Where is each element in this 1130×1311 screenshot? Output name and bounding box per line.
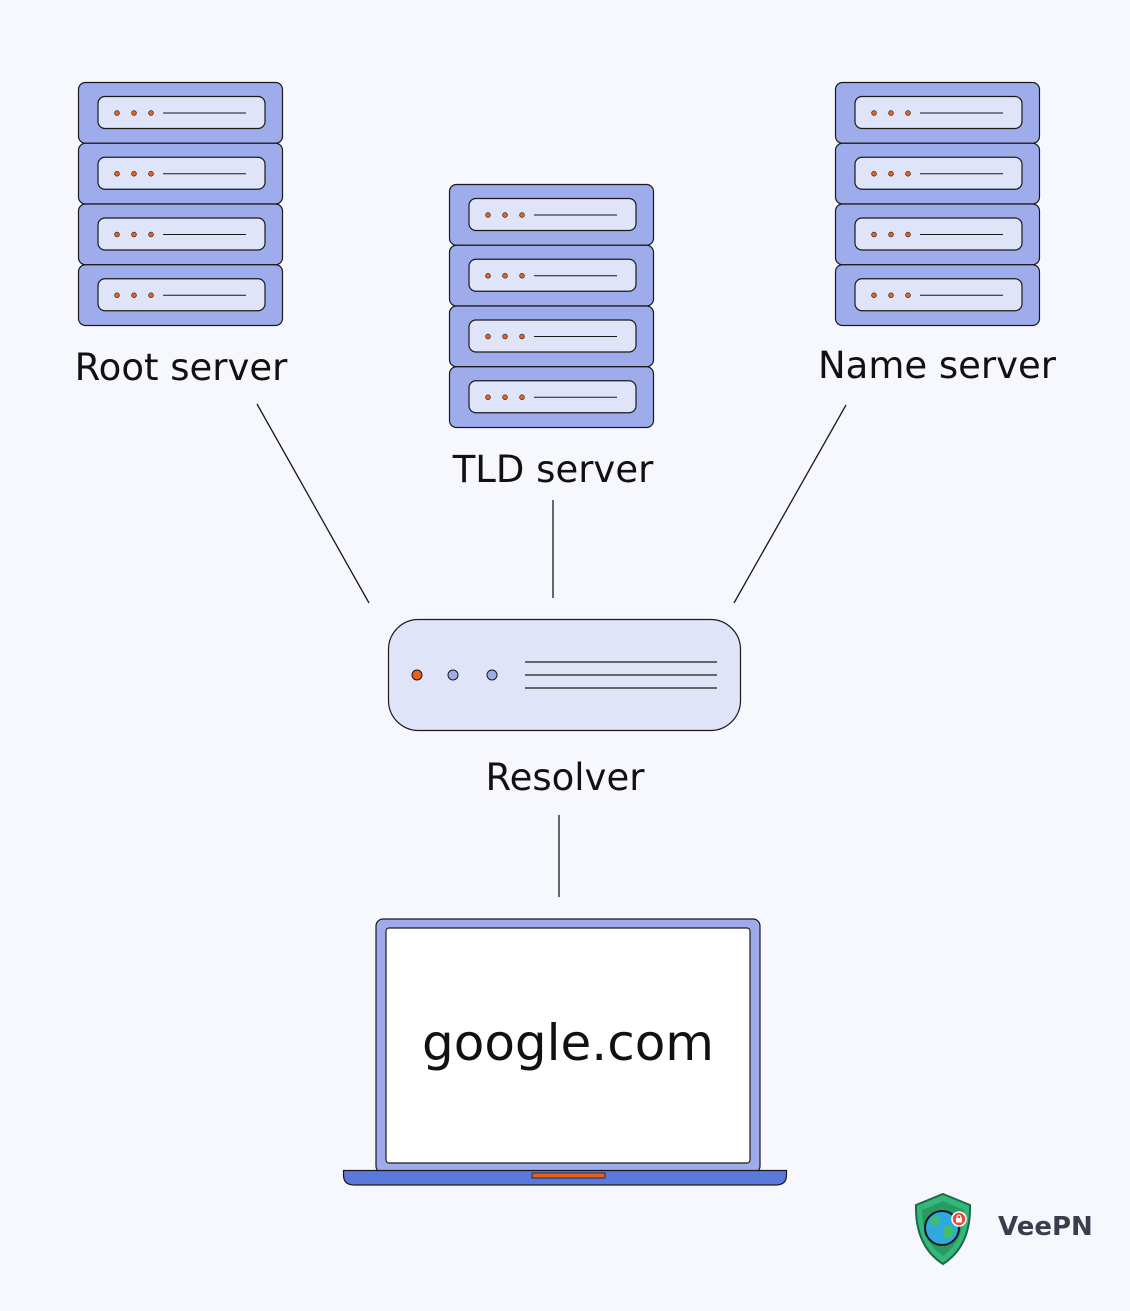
server-indicator-dot [871,292,877,298]
server-indicator-dot [131,292,137,298]
brand-name: VeePN [998,1212,1093,1242]
server-unit [834,203,1041,266]
root-server-label: Root server [74,346,288,389]
server-indicator-dot [888,171,894,177]
resolver-dot [447,669,459,681]
server-indicator-dot [871,231,877,238]
server-indicator-dot [871,110,877,116]
server-indicator-dot [502,394,508,400]
server-unit [448,305,655,368]
server-indicator-dot [485,333,491,340]
server-indicator-dot [871,171,877,177]
server-indicator-dot [148,171,154,177]
server-indicator-dot [485,273,491,279]
name-server-icon [834,81,1041,327]
server-indicator-dot [114,171,120,177]
server-indicator-dot [888,292,894,298]
resolver-icon [387,618,742,732]
server-indicator-dot [131,171,137,177]
server-indicator-dot [519,273,525,279]
laptop-screen [385,927,751,1164]
edge-root-resolver [256,403,370,604]
server-unit [834,81,1041,144]
server-indicator-dot [148,231,154,238]
laptop-notch [531,1172,606,1179]
laptop-icon [342,918,788,1186]
server-unit [448,244,655,307]
server-indicator-dot [905,171,911,177]
tld-server-label: TLD server [452,448,654,491]
laptop-screen-text: google.com [422,1014,714,1072]
server-unit [77,203,284,266]
server-indicator-dot [519,333,525,340]
root-server-icon [77,81,284,327]
veepn-shield-globe-icon [914,1192,972,1266]
resolver-label: Resolver [485,756,645,799]
server-indicator-dot [519,212,525,218]
server-indicator-dot [131,110,137,116]
server-unit [77,264,284,327]
server-indicator-dot [114,231,120,238]
server-indicator-dot [905,292,911,298]
server-indicator-dot [502,212,508,218]
server-indicator-dot [148,292,154,298]
server-indicator-dot [502,273,508,279]
resolver-dot-active [411,669,423,681]
server-indicator-dot [905,231,911,238]
server-unit [448,366,655,429]
edge-name-resolver [733,404,847,604]
server-indicator-dot [888,231,894,238]
connectors [256,403,847,897]
server-indicator-dot [485,212,491,218]
server-indicator-dot [485,394,491,400]
server-indicator-dot [148,110,154,116]
tld-server-icon [448,183,655,429]
server-unit [834,264,1041,327]
server-indicator-dot [888,110,894,116]
server-unit [448,183,655,246]
server-indicator-dot [905,110,911,116]
server-unit [77,142,284,205]
server-indicator-dot [519,394,525,400]
resolver-dot [486,669,498,681]
server-indicator-dot [114,292,120,298]
server-unit [834,142,1041,205]
server-indicator-dot [114,110,120,116]
name-server-label: Name server [817,344,1057,387]
server-indicator-dot [131,231,137,238]
server-indicator-dot [502,333,508,340]
server-unit [77,81,284,144]
